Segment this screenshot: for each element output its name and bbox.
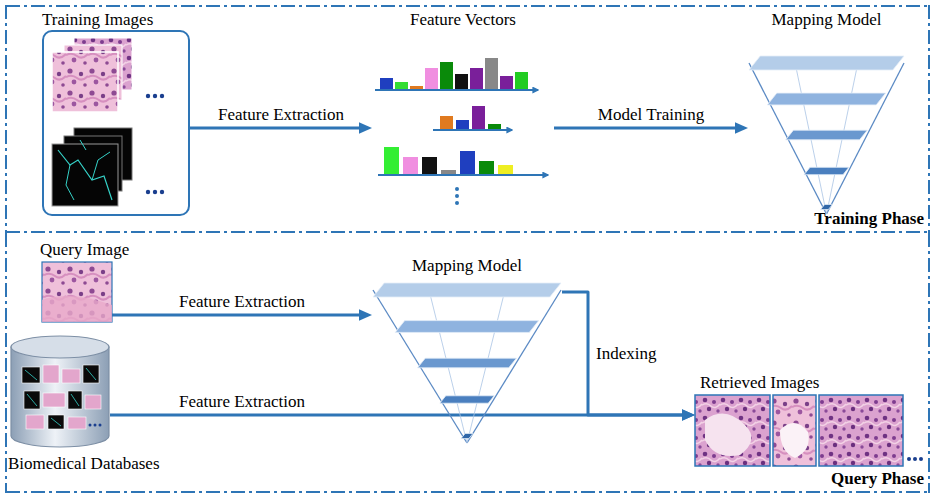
node-heading: Biomedical Databases bbox=[8, 454, 160, 474]
panel-outline bbox=[5, 5, 930, 233]
nerve-trace bbox=[25, 370, 37, 380]
model-layer bbox=[461, 433, 473, 438]
nerve-trace bbox=[27, 394, 37, 406]
query-image: Query Image bbox=[42, 262, 112, 322]
phase-panel: Query PhaseQuery ImageMapping ModelRetri… bbox=[5, 233, 930, 493]
more-dot bbox=[99, 424, 102, 427]
retrieved-images: Retrieved Images bbox=[695, 395, 903, 466]
thumbnail bbox=[83, 365, 99, 383]
mapping-model: Mapping Model bbox=[372, 282, 562, 444]
edge-label: Feature Extraction bbox=[218, 105, 344, 125]
phase-panel: Training PhaseTraining ImagesFeature Vec… bbox=[5, 5, 930, 233]
model-layer bbox=[821, 204, 833, 209]
thumbnail bbox=[62, 369, 80, 383]
flow-arrow bbox=[562, 292, 682, 415]
query-image-picture bbox=[42, 262, 112, 322]
nerve-trace bbox=[51, 418, 61, 426]
more-dot bbox=[94, 424, 97, 427]
flow-arrow bbox=[190, 127, 359, 130]
pyramid-outline bbox=[748, 55, 905, 215]
node-heading: Training Images bbox=[42, 10, 153, 30]
panel-border bbox=[5, 5, 7, 233]
node-heading: Retrieved Images bbox=[700, 373, 819, 393]
edge-label: Feature Extraction bbox=[179, 292, 305, 312]
feature-vector-group: Feature Vectors bbox=[372, 45, 554, 210]
mapping-model: Mapping Model bbox=[748, 55, 905, 215]
panel-border bbox=[928, 5, 930, 233]
node-heading: Query Image bbox=[40, 240, 129, 260]
edge-label: Feature Extraction bbox=[179, 392, 305, 412]
model-layer bbox=[395, 321, 538, 333]
thumbnail bbox=[43, 365, 59, 383]
training-image-stack bbox=[52, 38, 164, 206]
thumbnail bbox=[68, 391, 82, 409]
model-layer bbox=[767, 93, 885, 105]
thumbnail bbox=[68, 417, 86, 429]
panel-border bbox=[6, 491, 929, 493]
node-heading: Feature Vectors bbox=[410, 10, 516, 30]
cylinder-outline bbox=[10, 335, 110, 448]
pyramid-outline bbox=[372, 282, 562, 444]
cylinder-top bbox=[11, 336, 109, 358]
nerve-trace bbox=[71, 394, 79, 406]
panel-border bbox=[5, 233, 7, 493]
model-layer bbox=[749, 56, 904, 70]
model-layer bbox=[804, 167, 849, 174]
phase-title: Query Phase bbox=[831, 469, 924, 489]
model-layer bbox=[373, 283, 561, 297]
thumbnail bbox=[24, 391, 40, 409]
nerve-trace bbox=[86, 368, 96, 380]
thumbnail bbox=[22, 367, 40, 383]
database-cylinder: Biomedical Databases bbox=[10, 335, 110, 448]
feature-bars bbox=[375, 58, 548, 205]
thumbnail bbox=[85, 395, 101, 409]
model-layer bbox=[440, 396, 494, 403]
thumbnail bbox=[48, 415, 64, 429]
model-layer bbox=[418, 358, 517, 368]
flow-arrow bbox=[554, 127, 735, 130]
phase-title: Training Phase bbox=[814, 209, 924, 229]
retrieved-image-pictures bbox=[695, 395, 923, 466]
edge-label: Indexing bbox=[596, 344, 656, 364]
flow-arrow bbox=[112, 314, 359, 317]
node-heading: Mapping Model bbox=[412, 256, 522, 276]
image-group-box: Training Images bbox=[42, 30, 190, 216]
cylinder-body bbox=[11, 347, 109, 447]
thumbnail bbox=[43, 393, 65, 407]
panel-border bbox=[928, 233, 930, 493]
edge-label: Model Training bbox=[598, 105, 704, 125]
node-heading: Mapping Model bbox=[771, 10, 881, 30]
model-layer bbox=[786, 130, 868, 140]
more-dot bbox=[89, 424, 92, 427]
thumbnail bbox=[26, 415, 44, 429]
panel-border bbox=[6, 231, 929, 233]
panel-border bbox=[6, 5, 929, 7]
